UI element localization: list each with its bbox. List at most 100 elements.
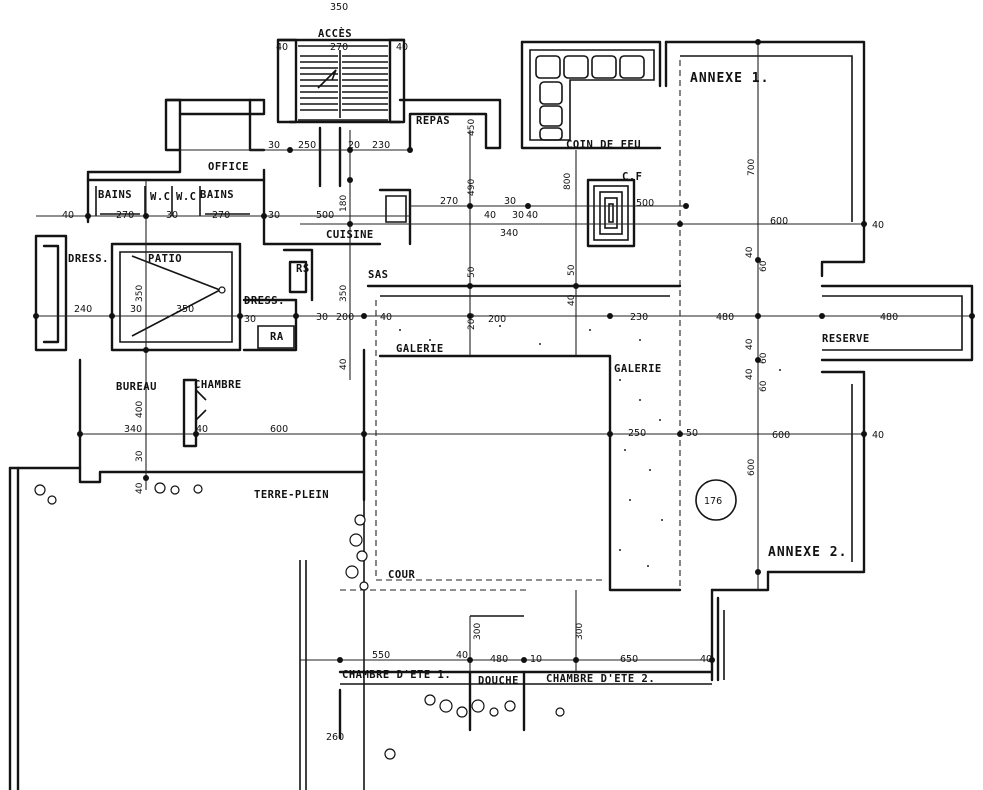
dim-text: 40 xyxy=(745,246,755,258)
dim-text: 300 xyxy=(575,623,585,640)
label-coin-de-feu: COIN DE FEU xyxy=(566,139,641,151)
label-sas: SAS xyxy=(368,269,388,281)
dim-text: 250 xyxy=(628,428,646,439)
dim-text: 40 xyxy=(526,210,538,221)
label-wc-2: W.C xyxy=(176,191,196,203)
dim-text: 40 xyxy=(745,338,755,350)
label-cour: COUR xyxy=(388,569,415,581)
dim-text: 40 xyxy=(62,210,74,221)
dim-text: 30 xyxy=(130,304,142,315)
label-cuisine: CUISINE xyxy=(326,229,374,241)
garden-stones xyxy=(34,482,565,760)
label-douche: DOUCHE xyxy=(478,675,519,687)
dim-text: 230 xyxy=(372,140,390,151)
label-chambre-ete-1: CHAMBRE D'ETE 1. xyxy=(342,669,451,681)
walls xyxy=(8,38,974,790)
dim-text: 30 xyxy=(244,314,256,325)
dim-text: 40 xyxy=(567,294,577,306)
bench-cushions xyxy=(535,55,645,141)
dim-text: 350 xyxy=(176,304,194,315)
dim-text: 50 xyxy=(467,266,477,278)
dim-text: 270 xyxy=(440,196,458,207)
dim-text: 40 xyxy=(396,42,408,53)
dim-text: 480 xyxy=(716,312,734,323)
label-galerie-2: GALERIE xyxy=(614,363,662,375)
dim-text: 60 xyxy=(759,260,769,272)
label-rs: RS xyxy=(296,263,310,275)
stamp-circle xyxy=(695,479,737,521)
dim-text: 250 xyxy=(298,140,316,151)
dim-text: 550 xyxy=(372,650,390,661)
dim-text: 40 xyxy=(456,650,468,661)
label-wc-1: W.C xyxy=(150,191,170,203)
dim-text: 180 xyxy=(339,195,349,212)
room-labels: ACCÈS REPAS COIN DE FEU C.F ANNEXE 1. AN… xyxy=(68,27,870,687)
dim-text: 700 xyxy=(747,159,757,176)
dim-text: 40 xyxy=(380,312,392,323)
label-dress-2: DRESS. xyxy=(244,295,285,307)
dim-text: 60 xyxy=(759,352,769,364)
dim-text: 600 xyxy=(270,424,288,435)
dim-text: 490 xyxy=(467,179,477,196)
label-reserve: RESERVE xyxy=(822,333,870,345)
dim-text: 40 xyxy=(872,220,884,231)
dim-text: 230 xyxy=(630,312,648,323)
dim-text: 50 xyxy=(567,264,577,276)
dim-text: 270 xyxy=(330,42,348,53)
dim-text: 40 xyxy=(872,430,884,441)
dim-text: 270 xyxy=(116,210,134,221)
dim-text: 200 xyxy=(336,312,354,323)
dim-text: 800 xyxy=(563,173,573,190)
label-stamp: 176 xyxy=(704,496,722,507)
fireplace-icon xyxy=(586,178,636,248)
dim-text: 40 xyxy=(135,482,145,494)
dim-text: 300 xyxy=(473,623,483,640)
label-bains-1: BAINS xyxy=(98,189,132,201)
label-annexe-1: ANNEXE 1. xyxy=(690,71,769,86)
dim-text: 40 xyxy=(339,358,349,370)
dim-text: 650 xyxy=(620,654,638,665)
dim-text: 600 xyxy=(747,459,757,476)
dim-text: 40 xyxy=(196,424,208,435)
label-bains-2: BAINS xyxy=(200,189,234,201)
dim-text: 350 xyxy=(135,285,145,302)
dim-text: 200 xyxy=(488,314,506,325)
dim-text: 40 xyxy=(700,654,712,665)
label-bureau: BUREAU xyxy=(116,381,157,393)
dim-text: 340 xyxy=(124,424,142,435)
label-chambre-ete-2: CHAMBRE D'ETE 2. xyxy=(546,673,655,685)
dim-text: 600 xyxy=(772,430,790,441)
label-chambre: CHAMBRE xyxy=(194,379,242,391)
dim-text: 60 xyxy=(759,380,769,392)
label-galerie-1: GALERIE xyxy=(396,343,444,355)
label-annexe-2: ANNEXE 2. xyxy=(768,545,847,560)
label-patio: PATIO xyxy=(148,253,182,265)
dimension-texts: 350 40 270 40 30 250 20 230 450 490 270 … xyxy=(62,2,898,743)
dim-text: 600 xyxy=(770,216,788,227)
dimension-nodes xyxy=(33,39,975,663)
dim-text: 50 xyxy=(686,428,698,439)
dim-text: 40 xyxy=(745,368,755,380)
label-dress-1: DRESS. xyxy=(68,253,109,265)
label-ra: RA xyxy=(270,331,284,343)
dim-text: 480 xyxy=(490,654,508,665)
gravel-texture xyxy=(399,325,781,567)
label-office: OFFICE xyxy=(208,161,249,173)
dim-text: 500 xyxy=(316,210,334,221)
dim-text: 480 xyxy=(880,312,898,323)
dim-text: 450 xyxy=(467,119,477,136)
dim-text: 30 xyxy=(316,312,328,323)
dim-text: 350 xyxy=(339,285,349,302)
dim-text: 350 xyxy=(330,2,348,13)
label-acces: ACCÈS xyxy=(318,27,352,40)
dim-text: 500 xyxy=(636,198,654,209)
dim-text: 30 xyxy=(512,210,524,221)
dim-text: 30 xyxy=(268,210,280,221)
dim-text: 30 xyxy=(268,140,280,151)
dim-text: 10 xyxy=(530,654,542,665)
stair-treads xyxy=(300,55,388,111)
dim-text: 400 xyxy=(135,401,145,418)
label-cf: C.F xyxy=(622,171,642,183)
dim-text: 40 xyxy=(484,210,496,221)
